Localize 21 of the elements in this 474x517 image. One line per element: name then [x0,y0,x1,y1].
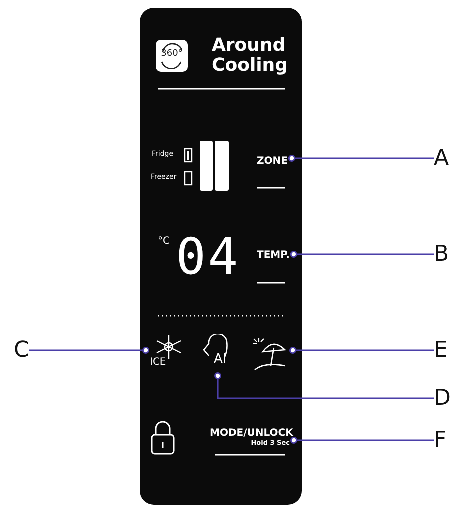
callout-letter: F [434,428,447,453]
icon-label: ICE [150,357,166,368]
leader-line [29,347,150,354]
zone-label: ZONE [257,156,288,167]
temperature-display: 04 [176,230,240,284]
callout-letter: D [434,386,451,411]
leader-line [288,155,434,162]
icon-label: 360° [160,49,184,59]
leader-line [290,437,434,444]
leader-line [290,251,434,258]
callout-letter: B [434,242,450,267]
callout-letter: C [14,338,30,363]
umbrella-icon [251,336,289,372]
unit-label: °C [158,236,170,247]
leader-line [214,372,434,400]
callout-letter: A [434,146,450,171]
temp-label: TEMP. [257,250,290,261]
feature-title: Around Cooling [212,36,289,76]
callout-letter: E [434,338,448,363]
icon-label: AI [214,352,227,367]
leader-line [290,347,434,354]
